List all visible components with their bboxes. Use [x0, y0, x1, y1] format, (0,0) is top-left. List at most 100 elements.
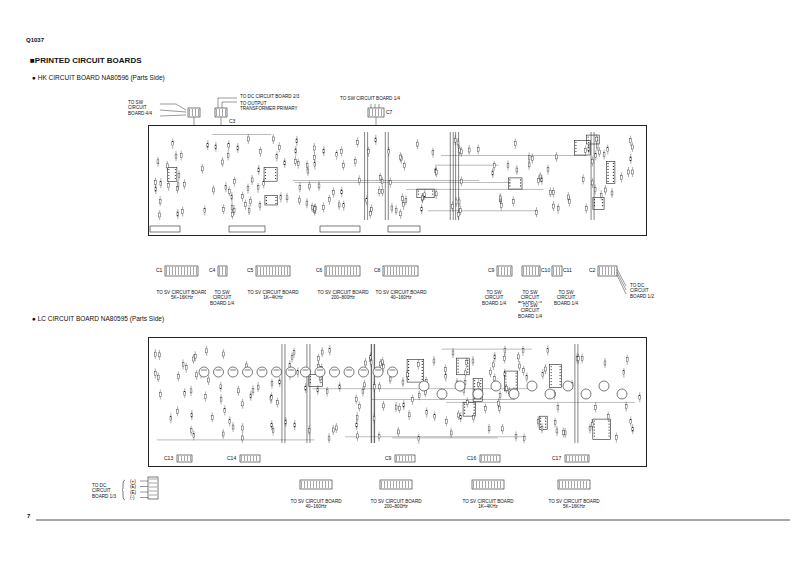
- resistor-symbol: [196, 373, 198, 377]
- resistor-symbol: [545, 367, 547, 371]
- resistor-lead: [184, 388, 185, 398]
- resistor-symbol: [556, 155, 558, 159]
- resistor-symbol: [231, 205, 233, 209]
- pin-dot: [310, 382, 311, 383]
- pin-dot: [594, 205, 595, 206]
- connector-pin: [335, 267, 336, 275]
- resistor-lead: [292, 352, 293, 362]
- pin-dot: [457, 366, 458, 367]
- ic-outline: [539, 416, 547, 429]
- resistor-symbol: [343, 204, 345, 208]
- resistor-lead: [182, 206, 183, 216]
- resistor-symbol: [631, 145, 633, 149]
- resistor-lead: [417, 139, 418, 149]
- connector-pin: [184, 267, 185, 275]
- resistor-symbol: [329, 348, 331, 352]
- resistor-lead: [191, 386, 192, 396]
- page-rule: [36, 520, 790, 521]
- ic-outline: [407, 359, 424, 382]
- resistor-symbol: [211, 415, 213, 419]
- resistor-symbol: [260, 150, 262, 154]
- pin-dot: [520, 182, 521, 183]
- trace-line: [221, 117, 222, 125]
- ic-outline: [593, 419, 611, 439]
- resistor-lead: [160, 178, 161, 188]
- pin-dot: [474, 410, 475, 411]
- pin-dot: [607, 172, 608, 173]
- connector-pin: [325, 481, 326, 488]
- resistor-symbol: [343, 163, 345, 167]
- resistor-symbol: [492, 363, 494, 367]
- resistor-symbol: [432, 151, 434, 155]
- transistor-symbol: [344, 367, 354, 377]
- resistor-lead: [518, 352, 519, 362]
- resistor-symbol: [321, 350, 323, 354]
- resistor-symbol: [488, 427, 490, 431]
- pin-dot: [588, 139, 589, 140]
- resistor-symbol: [299, 198, 301, 202]
- transistor-symbol: [228, 367, 238, 377]
- pin-dot: [168, 178, 169, 179]
- resistor-symbol: [460, 415, 462, 419]
- resistor-lead: [604, 149, 605, 159]
- connector-housing: [148, 477, 158, 499]
- resistor-lead: [612, 188, 613, 198]
- connector-pin: [586, 481, 587, 488]
- pin-name: (+): [130, 479, 136, 484]
- resistor-lead: [621, 173, 622, 183]
- resistor-symbol: [204, 208, 206, 212]
- resistor-symbol: [172, 142, 174, 146]
- resistor-lead: [459, 197, 460, 207]
- resistor-lead: [526, 372, 527, 382]
- resistor-lead: [466, 358, 467, 368]
- resistor-lead: [421, 204, 422, 214]
- resistor-lead: [452, 201, 453, 211]
- pin-dot: [559, 381, 560, 382]
- connector-pin: [577, 481, 578, 488]
- resistor-lead: [314, 152, 315, 162]
- resistor-lead: [523, 366, 524, 376]
- pin-dot: [594, 430, 595, 431]
- resistor-symbol: [459, 148, 461, 152]
- cable-destination: TO DC CIRCUIT BOARD 1/2: [630, 283, 664, 299]
- pin-dot: [594, 427, 595, 428]
- resistor-lead: [242, 192, 243, 202]
- resistor-lead: [595, 402, 596, 412]
- resistor-symbol: [379, 385, 381, 389]
- resistor-symbol: [498, 401, 500, 405]
- connector-pin: [605, 267, 606, 275]
- resistor-lead: [404, 161, 405, 171]
- resistor-lead: [196, 370, 197, 380]
- trace-line: [157, 439, 315, 440]
- connector-pin: [568, 481, 569, 488]
- board-outline: [148, 125, 647, 236]
- pin-dot: [559, 378, 560, 379]
- connector-pin: [479, 481, 480, 488]
- connector-pin: [402, 456, 403, 461]
- resistor-lead: [402, 193, 403, 203]
- resistor-symbol: [370, 355, 372, 359]
- resistor-symbol: [478, 382, 480, 386]
- resistor-symbol: [512, 199, 514, 203]
- resistor-symbol: [381, 180, 383, 184]
- connector-pin: [571, 481, 572, 488]
- connector-housing: [395, 455, 415, 462]
- resistor-lead: [297, 367, 298, 377]
- transistor-symbol: [599, 381, 609, 391]
- pin-dot: [545, 427, 546, 428]
- connector-pin: [493, 456, 494, 461]
- resistor-lead: [398, 427, 399, 437]
- resistor-symbol: [222, 160, 224, 164]
- pin-dot: [516, 378, 517, 379]
- resistor-lead: [160, 389, 161, 399]
- resistor-symbol: [562, 430, 564, 434]
- pin-dot: [175, 172, 176, 173]
- resistor-symbol: [466, 400, 468, 404]
- pin-dot: [432, 191, 433, 192]
- connector-pin: [393, 267, 394, 275]
- resistor-lead: [445, 365, 446, 375]
- resistor-lead: [586, 204, 587, 214]
- connector-pin: [198, 109, 199, 116]
- resistor-lead: [589, 423, 590, 433]
- connector-pin: [587, 456, 588, 461]
